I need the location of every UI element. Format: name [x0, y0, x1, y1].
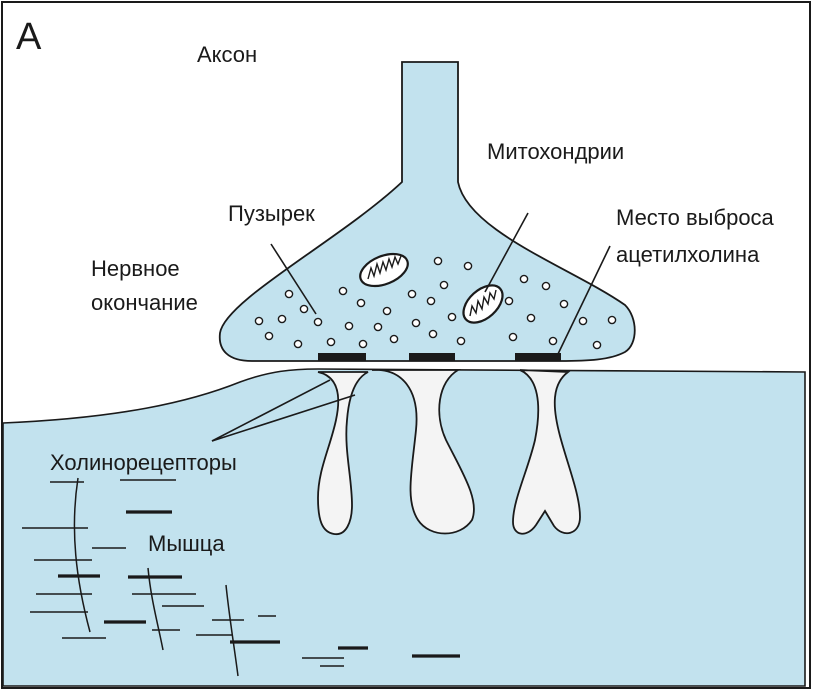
- release-sites: [318, 353, 561, 361]
- release-site-label-line1: Место выброса: [616, 205, 775, 230]
- release-site-bar: [515, 353, 561, 361]
- synaptic-vesicle: [344, 321, 354, 331]
- synaptic-vesicle: [433, 256, 443, 266]
- cholinoreceptors-label: Холинорецепторы: [50, 450, 237, 475]
- mitochondria-leader-line: [484, 212, 529, 293]
- mitochondria-label: Митохондрии: [487, 139, 624, 164]
- synaptic-vesicle: [504, 296, 514, 306]
- synaptic-vesicle: [463, 261, 473, 271]
- mitochondrion-upper-membrane: [359, 252, 409, 288]
- leader-lines: [211, 212, 611, 442]
- synaptic-vesicle: [356, 298, 366, 308]
- receptor-leader-line-a: [211, 379, 331, 442]
- receptor-leader-line-b: [211, 394, 356, 442]
- mitochondrion-lower-cristae: [469, 289, 497, 317]
- synaptic-vesicle: [358, 339, 368, 349]
- synaptic-vesicle: [293, 339, 303, 349]
- synaptic-vesicle: [519, 274, 529, 284]
- release-site-leader-line: [557, 245, 611, 355]
- synaptic-vesicle: [284, 289, 294, 299]
- synaptic-vesicle: [338, 286, 348, 296]
- synaptic-vesicle: [548, 336, 558, 346]
- synaptic-vesicle: [389, 334, 399, 344]
- synaptic-vesicle: [411, 318, 421, 328]
- panel-letter: А: [16, 16, 42, 58]
- synaptic-vesicle: [592, 340, 602, 350]
- muscle-fiber-boundary: [73, 477, 91, 633]
- synaptic-vesicle: [559, 299, 569, 309]
- axon-label: Аксон: [197, 42, 257, 67]
- mitochondrion-lower: [462, 284, 504, 324]
- mitochondrion-upper-cristae: [367, 254, 402, 280]
- junctional-fold-center: [371, 369, 475, 535]
- synaptic-vesicle: [578, 316, 588, 326]
- synaptic-vesicles: [254, 256, 617, 350]
- vesicle-leader-line: [270, 243, 317, 315]
- mitochondrion-upper: [359, 252, 409, 288]
- nerve-ending-label-line1: Нервное: [91, 256, 180, 281]
- synaptic-vesicle: [607, 315, 617, 325]
- muscle-label: Мышца: [148, 531, 225, 556]
- synaptic-vesicle: [299, 304, 309, 314]
- release-site-label-line2: ацетилхолина: [616, 242, 760, 267]
- release-site-bar: [318, 353, 366, 361]
- synaptic-vesicle: [382, 306, 392, 316]
- nerve-ending-label-line2: окончание: [91, 290, 198, 315]
- synaptic-vesicle: [277, 314, 287, 324]
- synaptic-vesicle: [439, 280, 449, 290]
- junctional-fold-right: [512, 369, 581, 535]
- muscle-fiber-boundary: [225, 584, 239, 677]
- synaptic-vesicle: [508, 332, 518, 342]
- synaptic-vesicle: [456, 336, 466, 346]
- synaptic-vesicle: [264, 331, 274, 341]
- synaptic-vesicle: [428, 329, 438, 339]
- synaptic-vesicle: [541, 281, 551, 291]
- synaptic-vesicle: [254, 316, 264, 326]
- muscle-striations: [22, 477, 460, 677]
- nerve-ending: [218, 61, 636, 362]
- junctional-fold-left: [317, 371, 369, 535]
- junctional-folds: [317, 369, 581, 535]
- synaptic-vesicle: [407, 289, 417, 299]
- synaptic-vesicle: [447, 312, 457, 322]
- synaptic-vesicle: [326, 337, 336, 347]
- vesicle-label: Пузырек: [228, 201, 315, 226]
- synaptic-vesicle: [313, 317, 323, 327]
- muscle-tissue: [2, 368, 806, 687]
- synaptic-vesicle: [426, 296, 436, 306]
- synaptic-vesicle: [526, 313, 536, 323]
- release-site-bar: [409, 353, 455, 361]
- synaptic-vesicle: [373, 322, 383, 332]
